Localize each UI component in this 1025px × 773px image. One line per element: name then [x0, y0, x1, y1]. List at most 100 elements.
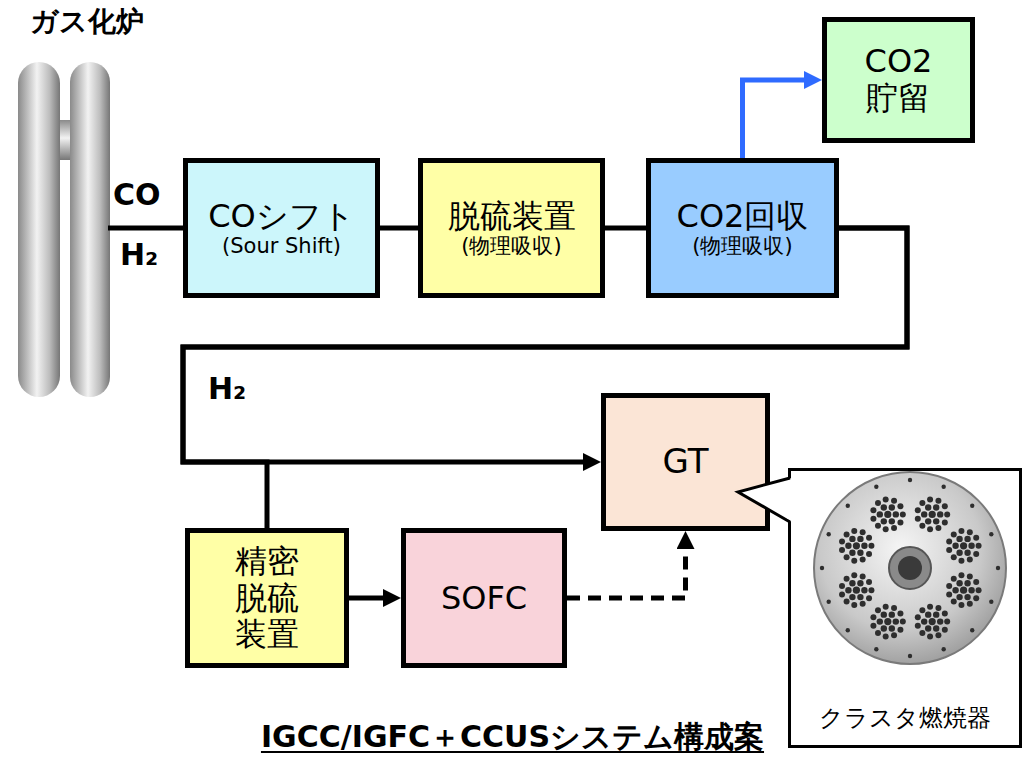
burner-hole	[893, 618, 899, 624]
burner-hole	[866, 551, 872, 557]
burner-hole	[921, 618, 927, 624]
burner-hole	[968, 587, 974, 593]
burner-hole	[860, 601, 866, 607]
burner-hole	[927, 604, 933, 610]
burner-hole	[951, 599, 957, 605]
burner-hole	[951, 531, 957, 537]
burner-hole	[996, 566, 1000, 570]
gas-label: CO	[113, 178, 161, 213]
node-title: COシフト	[208, 198, 355, 235]
burner-hole	[897, 627, 903, 633]
burner-hole	[935, 632, 941, 638]
burner-hole	[964, 550, 970, 556]
burner-hole	[839, 547, 845, 553]
burner-hole	[908, 478, 912, 482]
burner-hole	[933, 625, 939, 631]
burner-hole	[889, 611, 895, 617]
burner-hole	[891, 632, 897, 638]
node-title: CO2 貯留	[865, 43, 933, 117]
callout-box: クラスタ燃焼器	[788, 468, 1022, 748]
burner-hole	[883, 526, 889, 532]
node-title: SOFC	[441, 580, 527, 617]
turbine-box: GT	[601, 393, 770, 531]
flow-connector	[349, 596, 383, 601]
burner-hole	[973, 551, 979, 557]
burner-hole	[849, 580, 855, 586]
node-subtitle: (Sour Shift)	[222, 234, 341, 258]
gasifier-vessel	[70, 62, 110, 397]
burner-hole	[946, 539, 952, 545]
burner-hole	[942, 520, 948, 526]
burner-hole	[853, 587, 860, 594]
burner-hole	[944, 511, 950, 517]
burner-core-hole	[898, 556, 922, 580]
callout-tail	[738, 478, 792, 522]
burner-hole	[883, 497, 889, 503]
burner-photo	[814, 472, 1006, 664]
node-title: 脱硫装置	[448, 198, 576, 235]
burner-hole	[967, 556, 973, 562]
flow-connector	[605, 226, 646, 231]
burner-hole	[851, 528, 857, 534]
burner-hole	[919, 630, 925, 636]
burner-hole	[915, 516, 921, 522]
burner-hole	[868, 543, 874, 549]
burner-hole	[964, 594, 970, 600]
burner-hole	[849, 594, 855, 600]
burner-hole	[877, 618, 883, 624]
burner-hole	[958, 528, 964, 534]
burner-hole	[826, 599, 830, 603]
storage-box: CO2 貯留	[822, 17, 975, 143]
burner-hole	[881, 518, 887, 524]
burner-hole	[883, 604, 889, 610]
burner-hole	[849, 536, 855, 542]
burner-hole	[889, 504, 895, 510]
burner-hole	[897, 610, 903, 616]
burner-hole	[860, 556, 866, 562]
process-box: COシフト(Sour Shift)	[183, 158, 380, 298]
burner-hole	[952, 543, 958, 549]
burner-hole	[845, 587, 851, 593]
burner-hole	[897, 503, 903, 509]
burner-hole	[989, 599, 993, 603]
burner-hole	[891, 605, 897, 611]
burner-hole	[951, 554, 957, 560]
burner-hole	[964, 580, 970, 586]
burner-hole	[875, 607, 881, 613]
burner-hole	[919, 607, 925, 613]
burner-hole	[933, 504, 939, 510]
burner-hole	[927, 497, 933, 503]
burner-hole	[845, 543, 851, 549]
burner-hole	[846, 504, 850, 508]
burner-hole	[915, 623, 921, 629]
burner-hole	[935, 498, 941, 504]
burner-hole	[875, 500, 881, 506]
burner-hole	[970, 504, 974, 508]
burner-hole	[883, 633, 889, 639]
burner-hole	[891, 498, 897, 504]
burner-hole	[925, 611, 931, 617]
gas-label: H₂	[208, 372, 246, 407]
burner-hole	[844, 576, 850, 582]
burner-hole	[970, 628, 974, 632]
burner-hole	[989, 532, 993, 536]
burner-hole	[933, 518, 939, 524]
burner-hole	[944, 619, 950, 625]
gasifier-vessel	[18, 62, 60, 397]
burner-hole	[919, 500, 925, 506]
burner-hole	[846, 628, 850, 632]
burner-hole	[861, 543, 867, 549]
burner-hole	[946, 547, 952, 553]
burner-hole	[908, 654, 912, 658]
burner-hole	[941, 484, 945, 488]
burner-hole	[946, 583, 952, 589]
burner-hole	[973, 579, 979, 585]
burner-hole	[900, 619, 906, 625]
burner-hole	[893, 511, 899, 517]
burner-hole	[851, 602, 857, 608]
burner-hole	[956, 550, 962, 556]
burner-hole	[937, 511, 943, 517]
burner-hole	[935, 525, 941, 531]
gas-label: H₂	[120, 238, 158, 273]
